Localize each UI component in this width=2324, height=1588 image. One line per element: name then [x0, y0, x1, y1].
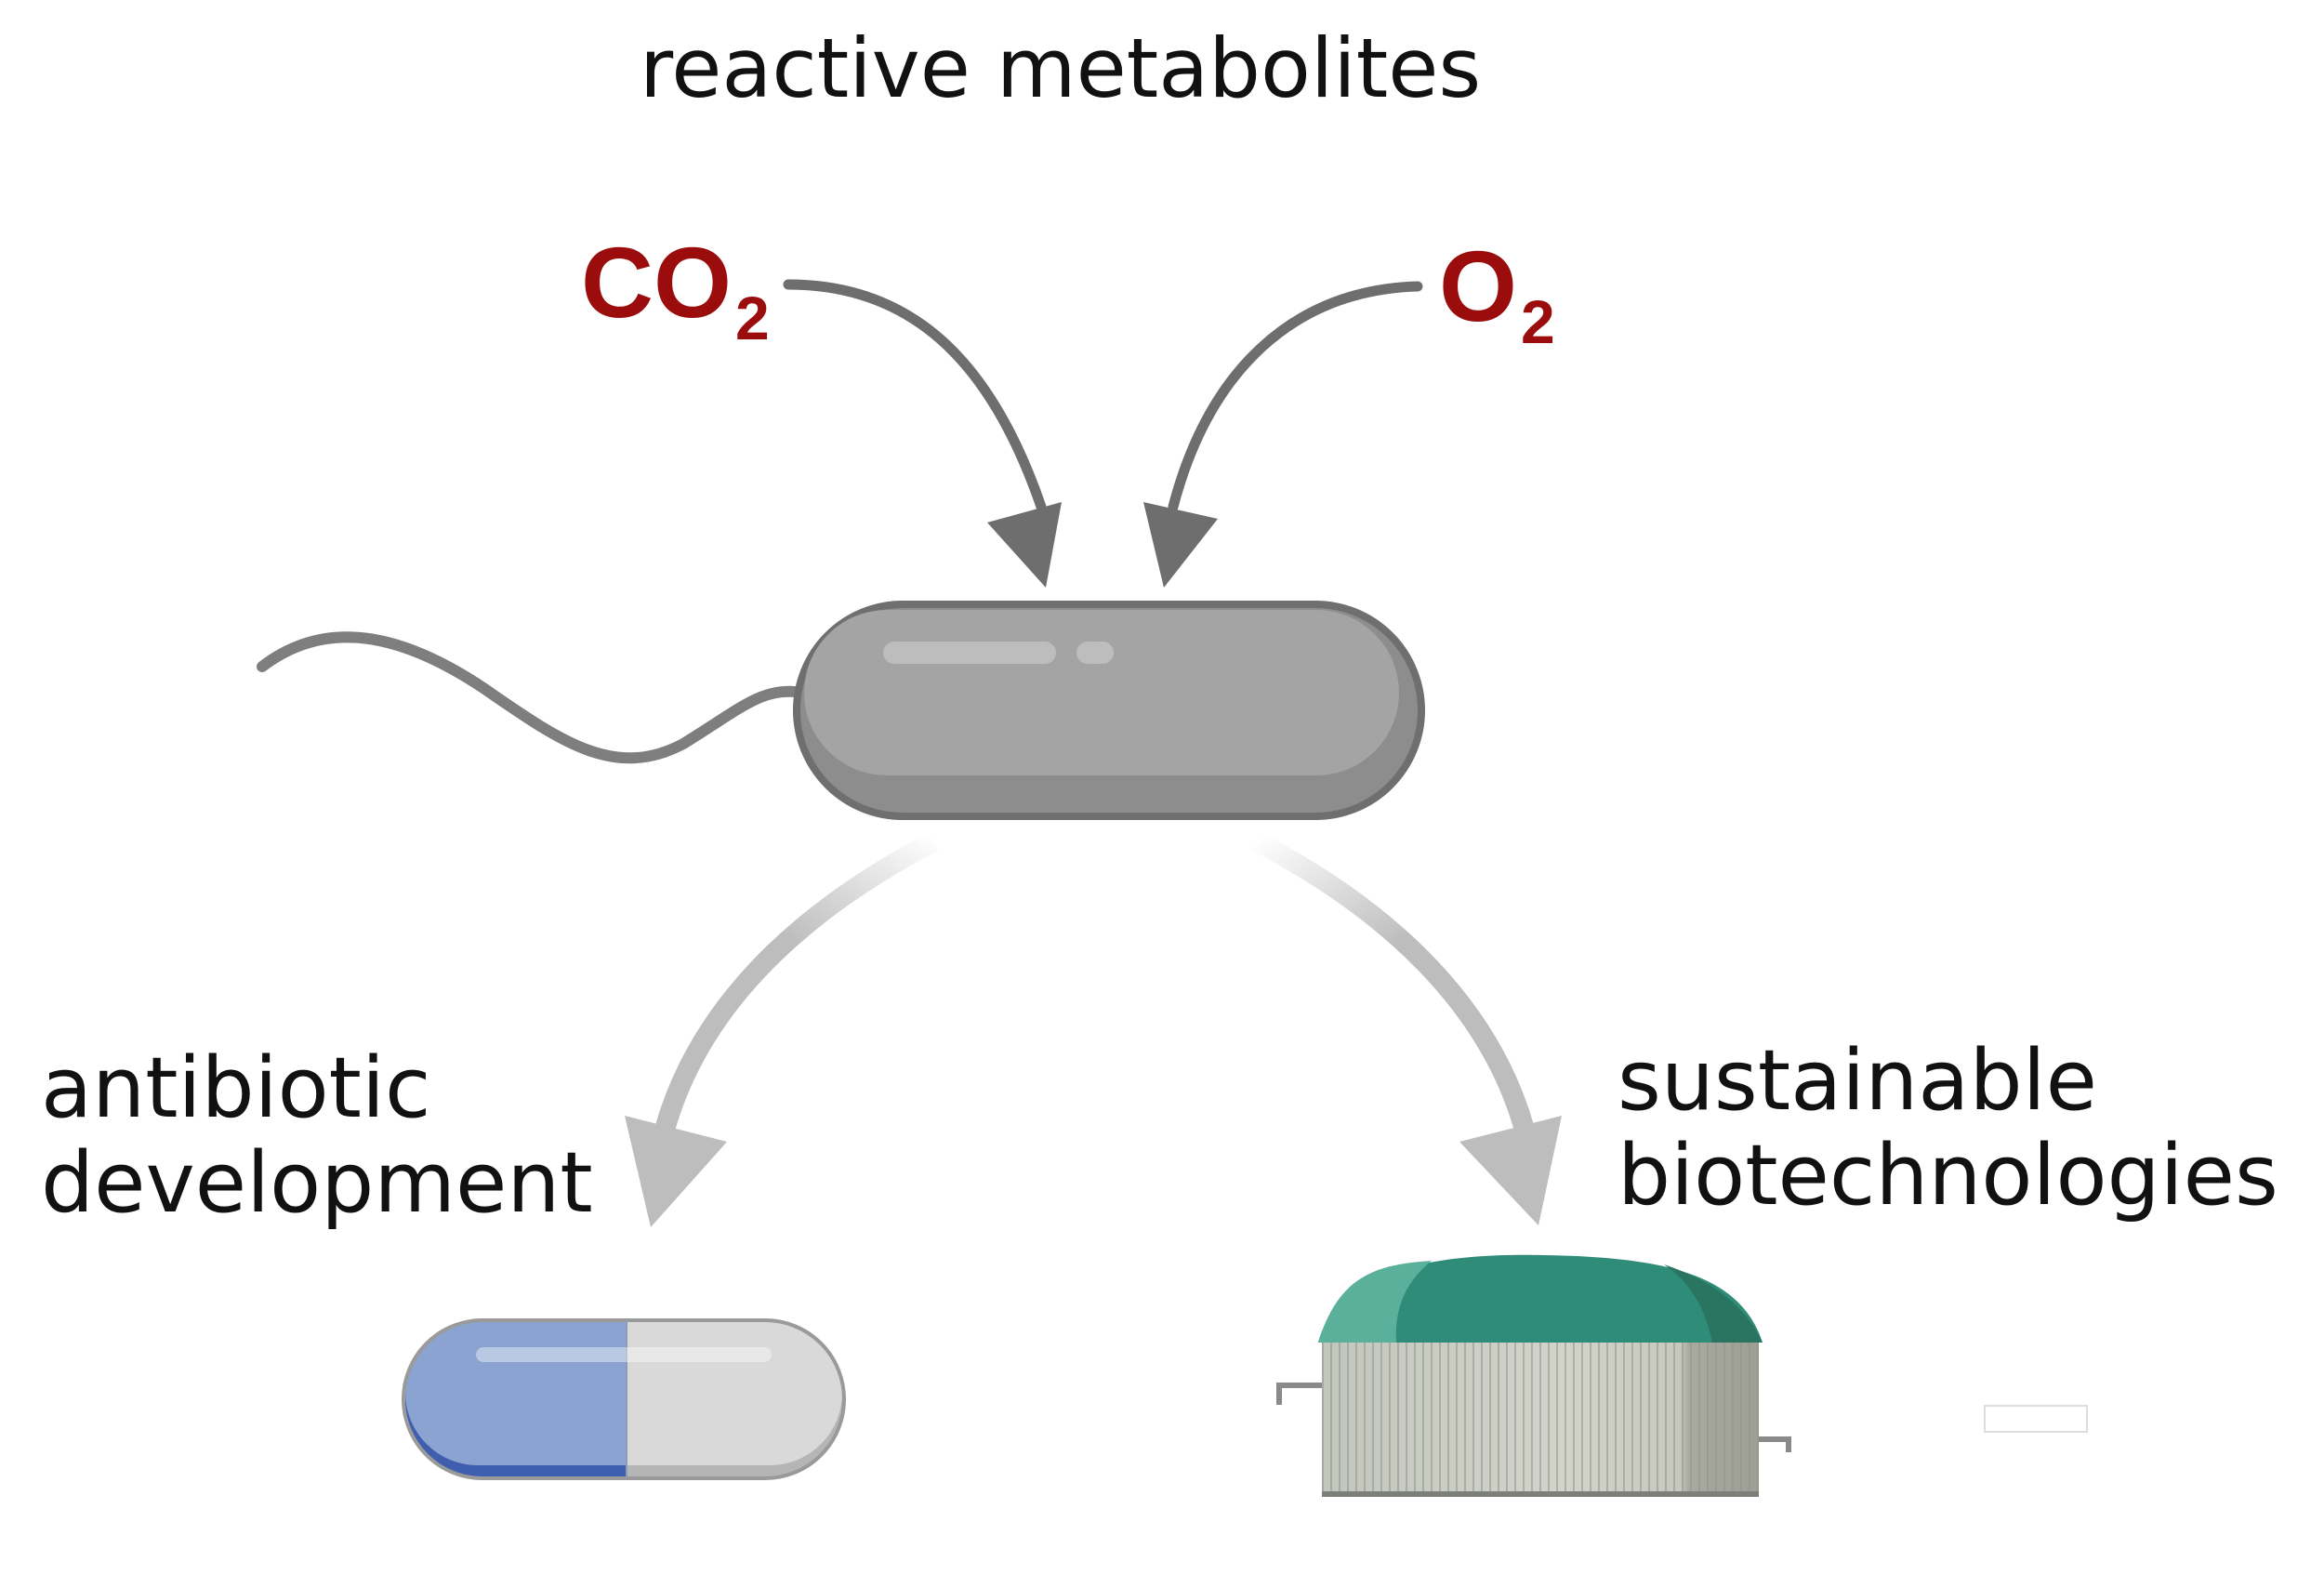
biotech-label-line2: biotechnologies [1618, 1126, 2278, 1224]
co2-label: CO2 [581, 232, 770, 350]
bioreactor-tank-icon [1276, 1254, 2088, 1497]
arrow-o2-to-bacterium [1143, 281, 1423, 588]
arrow-bacterium-to-biotech [1251, 832, 1562, 1225]
o2-main-text: O [1439, 230, 1518, 342]
co2-subscript: 2 [735, 284, 770, 352]
antibiotic-label-line2: development [41, 1133, 593, 1232]
arrow-co2-to-bacterium [783, 279, 1062, 588]
o2-subscript: 2 [1521, 287, 1555, 356]
biotech-label-line1: sustainable [1618, 1032, 2097, 1130]
arrow-bacterium-to-antibiotic [625, 832, 940, 1227]
pill-capsule-icon [402, 1318, 846, 1480]
antibiotic-development-label: antibiotic development [41, 1041, 593, 1230]
antibiotic-label-line1: antibiotic [41, 1039, 431, 1137]
o2-label: O2 [1439, 236, 1555, 353]
co2-main-text: CO [581, 226, 732, 338]
bacterium-icon [257, 601, 1425, 820]
diagram-title: reactive metabolites [640, 20, 1482, 116]
sustainable-biotechnologies-label: sustainable biotechnologies [1618, 1034, 2278, 1223]
